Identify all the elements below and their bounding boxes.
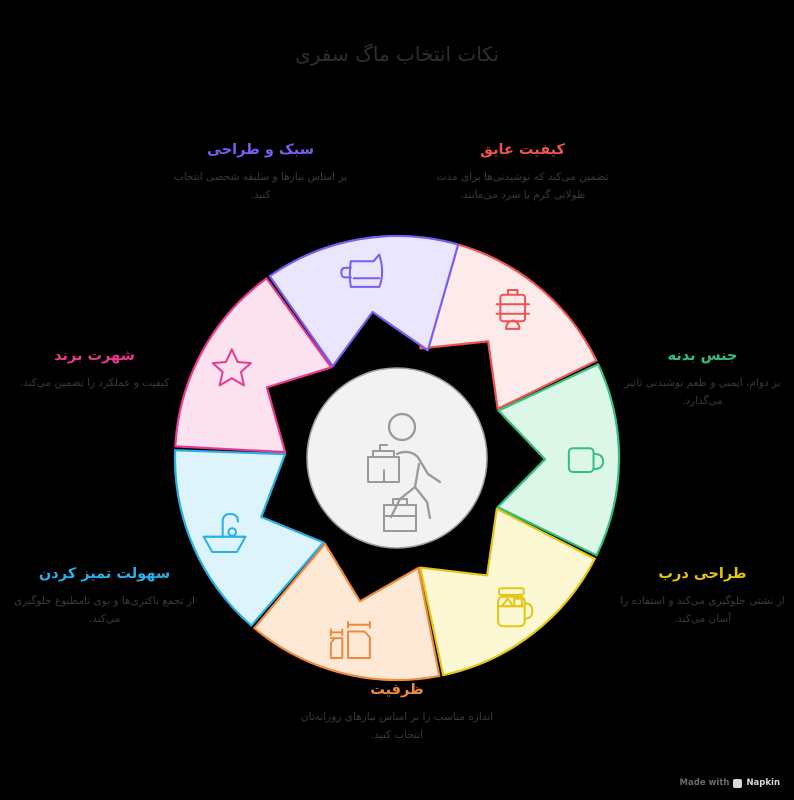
segment-description: بر دوام، ایمنی و طعم نوشیدنی تاثیر می‌گذ… <box>624 377 781 408</box>
segment-label-style-design: سبک و طراحی بر اساس نیازها و سلیقه شخصی … <box>168 142 353 204</box>
watermark-made-with-label: Made with <box>679 778 730 788</box>
wheel-center-hub <box>306 367 488 549</box>
wheel-segment-capacity[interactable] <box>253 542 441 682</box>
segment-description: از نشتی جلوگیری می‌کند و استفاده را آسان… <box>620 595 785 626</box>
star-icon <box>211 348 252 387</box>
traveler-walking-with-bag-icon <box>367 412 442 532</box>
segment-description: بر اساس نیازها و سلیقه شخصی انتخاب کنید. <box>173 171 348 202</box>
wheel-segment-ease-of-cleaning[interactable] <box>173 449 325 627</box>
mug-icon <box>567 447 605 473</box>
mason-jar-icon <box>497 587 534 628</box>
segment-label-body-material: جنس بدنه بر دوام، ایمنی و طعم نوشیدنی تا… <box>620 348 785 410</box>
segment-heading: ظرفیت <box>370 682 424 698</box>
wheel-segment-body-material[interactable] <box>496 363 621 557</box>
watermark-brand-label: Napkin <box>746 778 780 788</box>
segment-label-lid-design: طراحی درب از نشتی جلوگیری می‌کند و استفا… <box>620 566 785 628</box>
sink-faucet-icon <box>202 513 247 553</box>
page-title: نکات انتخاب ماگ سفری <box>295 42 499 66</box>
segment-heading: سبک و طراحی <box>207 142 314 158</box>
segment-heading: سهولت تمیز کردن <box>38 566 171 582</box>
segment-heading: طراحی درب <box>658 566 747 582</box>
thermos-flask-icon <box>495 288 530 330</box>
segment-heading: جنس بدنه <box>667 348 738 364</box>
wheel-segments <box>173 234 621 682</box>
segment-label-capacity: ظرفیت اندازه مناسب را بر اساس نیازهای رو… <box>297 682 497 744</box>
pitcher-jug-icon <box>340 253 384 288</box>
napkin-watermark: Made with Napkin <box>680 778 780 788</box>
segment-heading: شهرت برند <box>54 348 135 364</box>
segment-description: از تجمع باکتری‌ها و بوی نامطبوع جلوگیری … <box>14 595 195 626</box>
segment-label-insulation: کیفیت عایق تضمین می‌کند که نوشیدنی‌ها بر… <box>430 142 615 204</box>
two-container-sizes-icon <box>329 620 371 660</box>
wheel-segment-icons <box>202 253 605 660</box>
wheel-segment-brand-reputation[interactable] <box>174 277 333 454</box>
wheel-segment-lid-design[interactable] <box>419 507 596 677</box>
segment-label-brand-reputation: شهرت برند کیفیت و عملکرد را تضمین می‌کند… <box>12 348 177 392</box>
napkin-logo-icon <box>733 778 743 788</box>
segmented-wheel <box>173 234 621 682</box>
segment-description: کیفیت و عملکرد را تضمین می‌کند. <box>19 377 170 390</box>
wheel-segment-insulation[interactable] <box>419 239 598 411</box>
wheel-segment-style-design[interactable] <box>268 234 460 368</box>
segment-label-ease-of-cleaning: سهولت تمیز کردن از تجمع باکتری‌ها و بوی … <box>12 566 197 628</box>
segment-heading: کیفیت عایق <box>480 142 565 158</box>
segment-description: اندازه مناسب را بر اساس نیازهای روزانه‌ت… <box>300 711 494 742</box>
segment-description: تضمین می‌کند که نوشیدنی‌ها برای مدت طولا… <box>436 171 609 202</box>
